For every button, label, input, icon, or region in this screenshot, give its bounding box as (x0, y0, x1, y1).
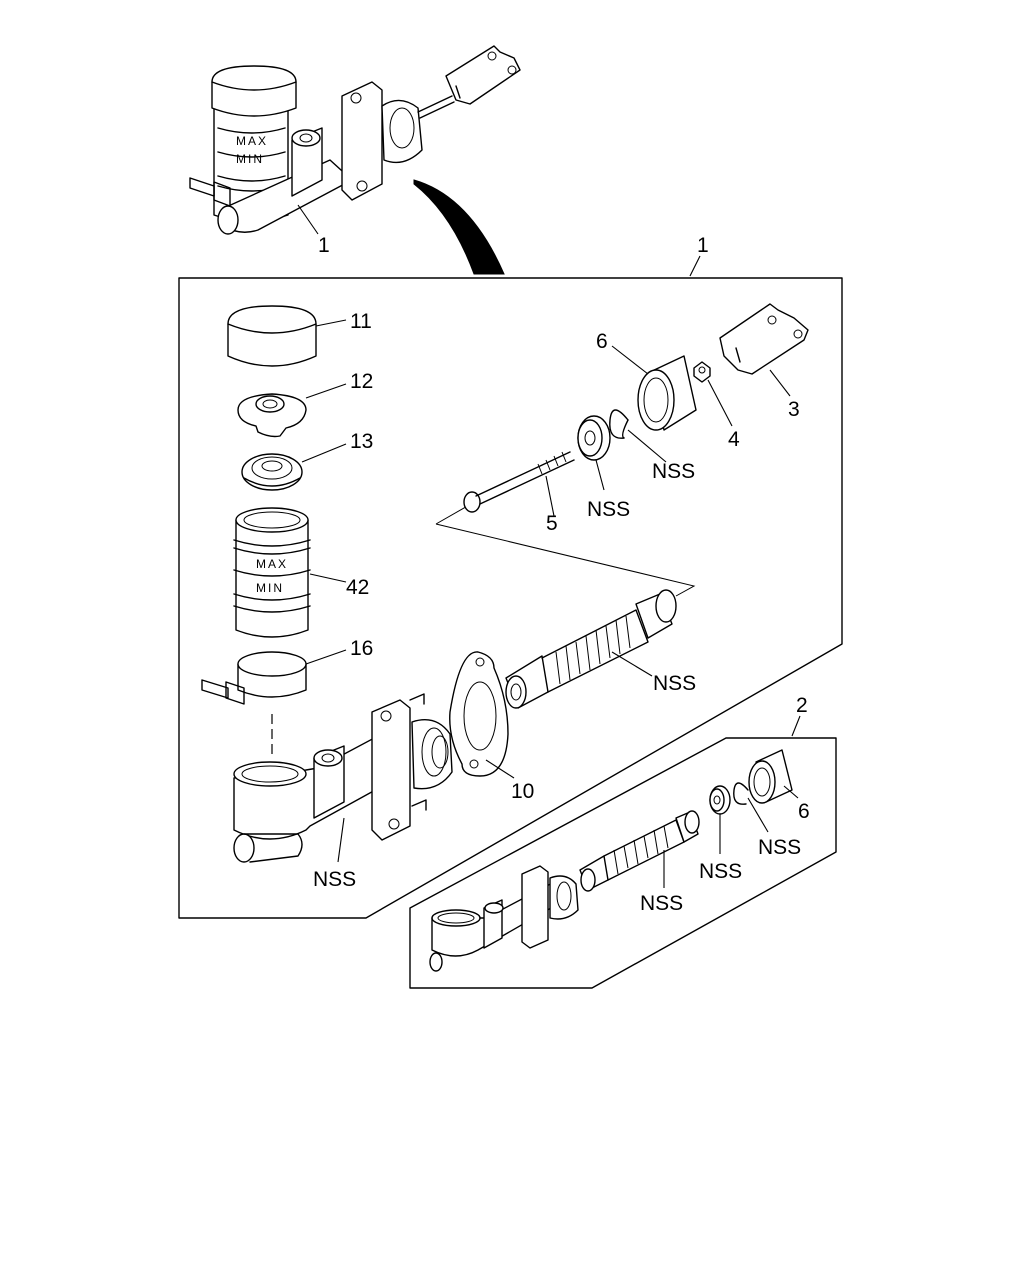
min-marking: MIN (236, 152, 264, 166)
callout-nut: 4 (728, 428, 740, 451)
gasket (449, 651, 509, 777)
reservoir-max-marking: MAX (256, 557, 288, 571)
kit-1-frame (178, 277, 843, 919)
cylinder-body (233, 693, 453, 863)
piston-spring (505, 589, 677, 709)
callout-reservoir: 42 (346, 576, 369, 599)
reservoir-plate (241, 453, 303, 491)
kit-2-cylinder (429, 865, 579, 972)
callout-clevis: 3 (788, 398, 800, 421)
callout-body-nss: NSS (313, 868, 356, 891)
callout-kit-1: 1 (697, 234, 709, 257)
callout-band: 16 (350, 637, 373, 660)
kit-2-washer (709, 785, 731, 815)
reservoir: MAX MIN (233, 507, 311, 638)
callout-ring-nss: NSS (652, 460, 695, 483)
callout-gasket: 10 (511, 780, 534, 803)
washer (577, 415, 611, 461)
callout-kit-2-ring-nss: NSS (758, 836, 801, 859)
callout-kit-2-washer-nss: NSS (699, 860, 742, 883)
reservoir-band (201, 651, 307, 705)
callout-kit-2: 2 (796, 694, 808, 717)
master-cylinder-assembly: MAX MIN (189, 45, 521, 235)
leader-kit-2 (791, 715, 801, 737)
clevis (719, 303, 809, 375)
curved-arrow (413, 179, 505, 275)
callout-kit-2-spring-nss: NSS (640, 892, 683, 915)
diaphragm (237, 393, 307, 438)
callout-kit-2-boot: 6 (798, 800, 810, 823)
callout-washer-nss: NSS (587, 498, 630, 521)
kit-2-boot (748, 749, 793, 804)
leader-top-assembly (297, 204, 319, 235)
callout-top-assembly: 1 (318, 234, 330, 257)
callout-diaphragm: 12 (350, 370, 373, 393)
callout-pushrod: 5 (546, 512, 558, 535)
pushrod (463, 451, 575, 513)
dust-boot (637, 355, 697, 431)
max-marking: MAX (236, 134, 268, 148)
kit-2-frame (409, 737, 837, 989)
callout-cap: 11 (350, 310, 372, 333)
nut (693, 361, 711, 383)
leader-kit-1 (689, 255, 701, 277)
reservoir-min-marking: MIN (256, 581, 284, 595)
callout-plate: 13 (350, 430, 373, 453)
callout-spring-nss: NSS (653, 672, 696, 695)
callout-boot: 6 (596, 330, 608, 353)
reservoir-cap (227, 305, 317, 367)
kit-2-piston-spring (579, 810, 700, 892)
retaining-ring (609, 409, 629, 439)
kit-2-ring (733, 782, 749, 805)
